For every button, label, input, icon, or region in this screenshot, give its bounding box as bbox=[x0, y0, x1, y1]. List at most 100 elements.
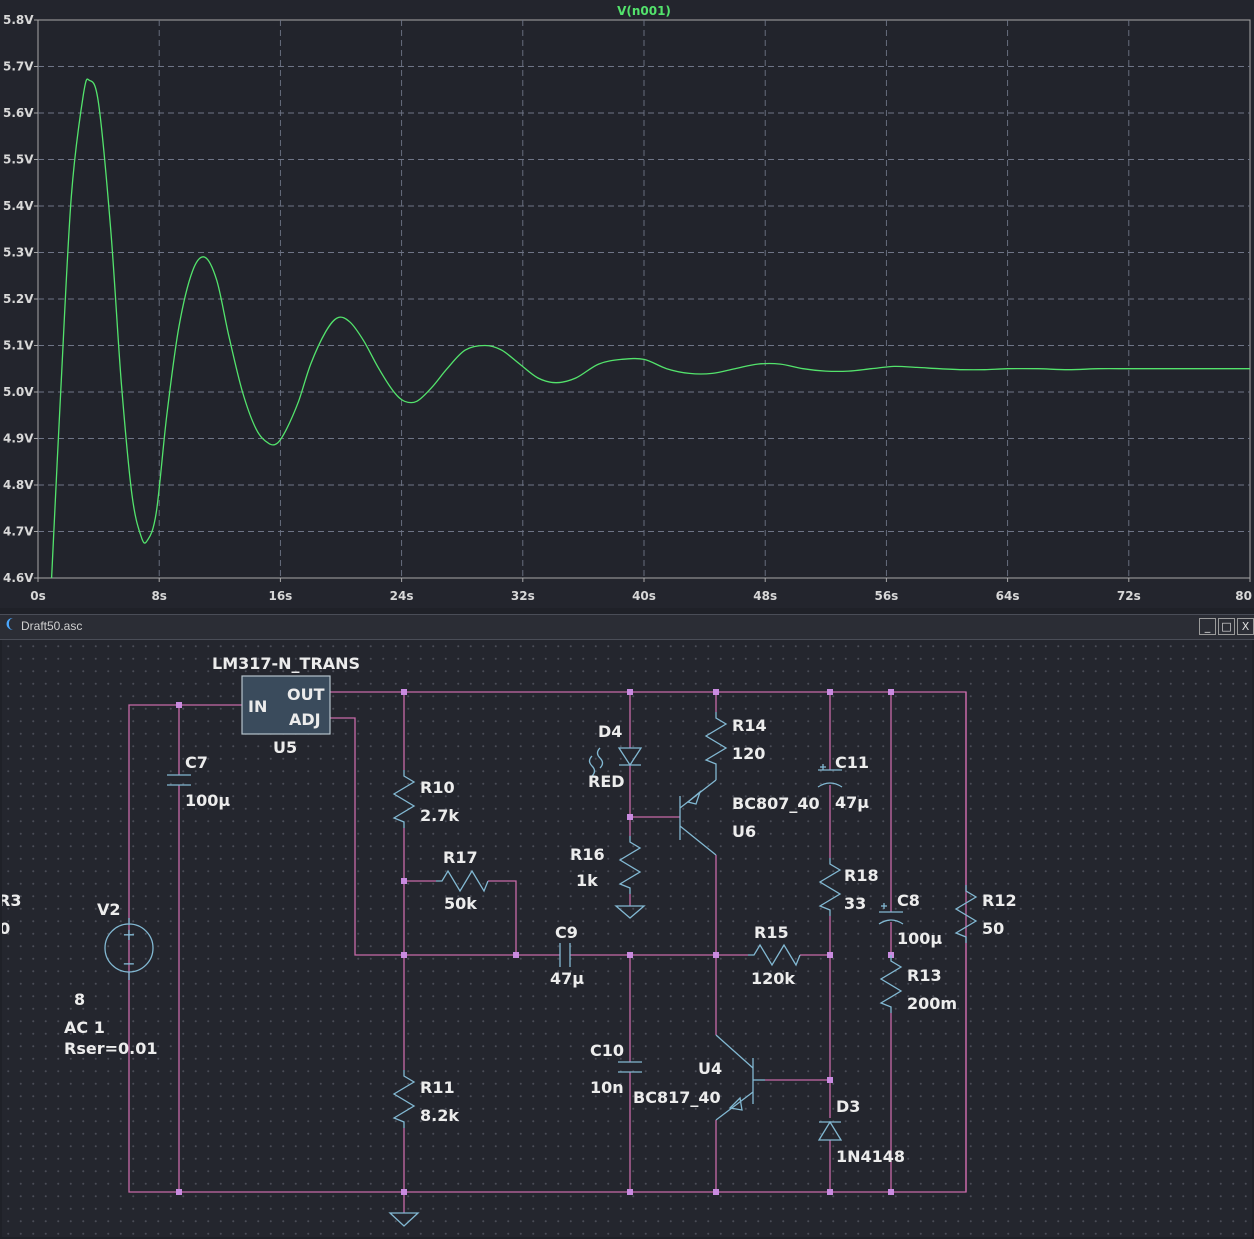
r15-resistor bbox=[748, 943, 801, 967]
c9-capacitor bbox=[559, 943, 571, 967]
c7-value-label: 100µ bbox=[185, 791, 230, 810]
schematic-window-titlebar[interactable]: ❨ Draft50.asc _ □ X bbox=[0, 614, 1254, 640]
junction-dot bbox=[176, 1189, 182, 1195]
r15-name-label: R15 bbox=[754, 923, 789, 942]
v2-name-label: V2 bbox=[97, 900, 121, 919]
r13-name-label: R13 bbox=[907, 966, 942, 985]
r17-name-label: R17 bbox=[443, 848, 478, 867]
r10-value-label: 2.7k bbox=[420, 806, 459, 825]
y-tick-label: 5.1V bbox=[3, 339, 34, 353]
plot-grid bbox=[38, 20, 1250, 578]
r10-resistor bbox=[392, 770, 416, 828]
ground-symbols bbox=[388, 905, 646, 1227]
y-tick-label: 4.6V bbox=[3, 571, 34, 585]
maximize-button[interactable]: □ bbox=[1218, 618, 1235, 635]
c8-capacitor bbox=[878, 903, 904, 925]
d3-diode bbox=[817, 1120, 843, 1141]
junction-dot bbox=[176, 702, 182, 708]
r16-value-label: 1k bbox=[576, 871, 598, 890]
u4-model-label: BC817_40 bbox=[633, 1088, 721, 1107]
u6-model-label: BC807_40 bbox=[732, 794, 820, 813]
diodes bbox=[588, 747, 843, 1141]
c8-name-label: C8 bbox=[897, 891, 920, 910]
r12-value-label: 50 bbox=[982, 919, 1004, 938]
v2-ac-label: AC 1 bbox=[64, 1018, 105, 1037]
r17-resistor bbox=[436, 869, 489, 893]
schematic-canvas[interactable]: + − bbox=[2, 640, 1252, 1237]
c7-capacitor[interactable] bbox=[167, 774, 191, 786]
r3-partial-name: R3 bbox=[2, 891, 21, 910]
d4-name-label: D4 bbox=[598, 722, 622, 741]
c10-value-label: 10n bbox=[590, 1078, 624, 1097]
u4-name-label: U4 bbox=[698, 1059, 722, 1078]
r13-value-label: 200m bbox=[907, 994, 957, 1013]
junction-dot bbox=[627, 814, 633, 820]
y-tick-label: 5.7V bbox=[3, 60, 34, 74]
minimize-button[interactable]: _ bbox=[1199, 618, 1216, 635]
y-tick-label: 5.2V bbox=[3, 292, 34, 306]
x-tick-label: 64s bbox=[996, 589, 1020, 603]
ground-r16 bbox=[614, 905, 646, 919]
capacitors bbox=[559, 764, 904, 1073]
trace-line-v-n001 bbox=[50, 78, 1250, 579]
x-tick-label: 72s bbox=[1117, 589, 1141, 603]
svg-text:−: − bbox=[122, 954, 135, 973]
r10-name-label: R10 bbox=[420, 778, 455, 797]
x-tick-label: 80 bbox=[1235, 589, 1252, 603]
v2-value-label: 8 bbox=[74, 990, 85, 1009]
close-button[interactable]: X bbox=[1237, 618, 1254, 635]
y-tick-label: 5.3V bbox=[3, 246, 34, 260]
x-tick-label: 24s bbox=[390, 589, 414, 603]
svg-text:+: + bbox=[122, 925, 135, 944]
c11-name-label: C11 bbox=[835, 753, 869, 772]
r11-resistor bbox=[392, 1070, 416, 1128]
junction-dot bbox=[627, 952, 633, 958]
v2-rser-label: Rser=0.01 bbox=[64, 1039, 157, 1058]
junction-dot bbox=[401, 878, 407, 884]
r18-name-label: R18 bbox=[844, 866, 879, 885]
c7-name-label: C7 bbox=[185, 753, 208, 772]
u5-regulator-body[interactable] bbox=[241, 675, 331, 735]
junction-dot bbox=[888, 1189, 894, 1195]
u4-npn-transistor bbox=[715, 1034, 765, 1121]
r12-resistor bbox=[954, 885, 978, 943]
d3-value-label: 1N4148 bbox=[836, 1147, 905, 1166]
wire-adj bbox=[330, 717, 517, 956]
junction-dot bbox=[827, 952, 833, 958]
d4-value-label: RED bbox=[588, 772, 625, 791]
c9-name-label: C9 bbox=[555, 923, 578, 942]
y-tick-label: 5.5V bbox=[3, 153, 34, 167]
junction-dot bbox=[827, 1189, 833, 1195]
u5-name-label: U5 bbox=[273, 738, 297, 757]
y-axis-ticks: 5.8V5.7V5.6V5.5V5.4V5.3V5.2V5.1V5.0V4.9V… bbox=[3, 13, 38, 585]
c9-value-label: 47µ bbox=[550, 969, 584, 988]
r12-name-label: R12 bbox=[982, 891, 1017, 910]
junction-dot bbox=[827, 1077, 833, 1083]
trace-label[interactable]: V(n001) bbox=[617, 4, 671, 18]
x-tick-label: 0s bbox=[30, 589, 46, 603]
r14-resistor bbox=[704, 712, 728, 780]
resistors bbox=[392, 712, 978, 1128]
r16-name-label: R16 bbox=[570, 845, 605, 864]
schematic-drawing[interactable]: + − bbox=[2, 640, 1252, 1237]
d4-led bbox=[588, 747, 643, 777]
junction-dot bbox=[888, 689, 894, 695]
c10-capacitor bbox=[618, 1061, 642, 1073]
u5-in-pin: IN bbox=[248, 697, 267, 716]
junction-dot bbox=[827, 689, 833, 695]
r16-resistor bbox=[618, 836, 642, 894]
junction-dot bbox=[513, 952, 519, 958]
v2-voltage-source[interactable]: + − bbox=[104, 918, 154, 980]
junction-dots bbox=[176, 689, 894, 1195]
u5-adj-pin: ADJ bbox=[289, 710, 321, 729]
c11-value-label: 47µ bbox=[835, 793, 869, 812]
junction-dot bbox=[401, 689, 407, 695]
c11-capacitor bbox=[817, 764, 843, 788]
waveform-plot[interactable]: 5.8V5.7V5.6V5.5V5.4V5.3V5.2V5.1V5.0V4.9V… bbox=[0, 0, 1254, 608]
junction-dot bbox=[401, 1189, 407, 1195]
c8-value-label: 100µ bbox=[897, 929, 942, 948]
r11-value-label: 8.2k bbox=[420, 1106, 459, 1125]
transistors bbox=[679, 779, 765, 1121]
